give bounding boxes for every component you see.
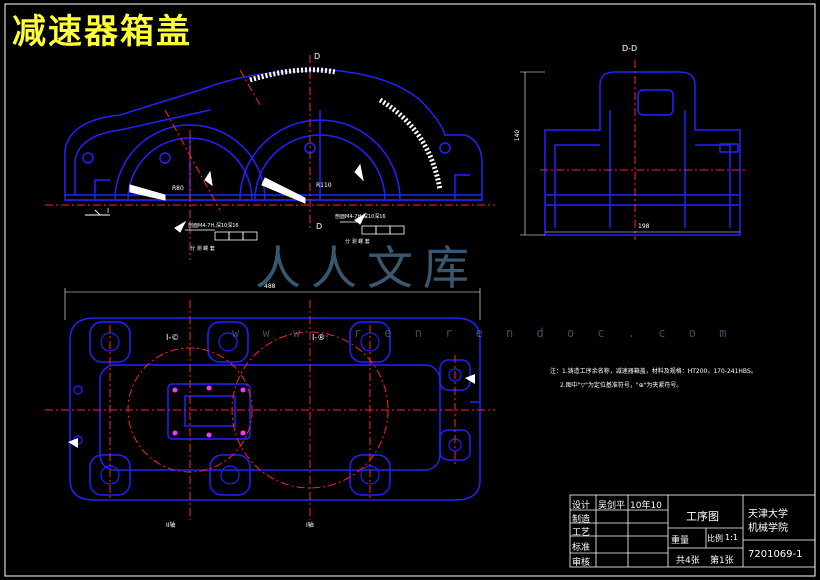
tb-review-label: 审核: [572, 558, 591, 568]
axis-label-2: II轴: [166, 522, 176, 529]
callout-right-sub: 分 测 螺 套: [345, 239, 370, 245]
callout-frames: [185, 221, 405, 241]
plan-holes: [73, 332, 462, 485]
tb-scale-label: 比例: [707, 534, 723, 543]
tb-school: 天津大学: [748, 509, 788, 520]
cut-label-top: D: [314, 52, 321, 61]
plan-bolts: [172, 385, 246, 438]
drawing-title: 减速器箱盖: [12, 12, 192, 53]
dim-plan-width: 488: [264, 283, 276, 290]
front-hatch: [249, 67, 443, 191]
tb-designer: 吴剑平: [598, 501, 626, 511]
tb-scale-value: 1:1: [725, 533, 738, 542]
left-datum-mark: I: [107, 207, 110, 215]
tb-weight-label: 重量: [671, 536, 690, 546]
plan-view: [69, 317, 481, 501]
note-line-2: 2.图中"▽"为定位基准符号，"⊕"为夹紧符号。: [560, 382, 683, 389]
tb-dept: 机械学院: [748, 523, 788, 534]
axis-label-1: I轴: [306, 522, 314, 529]
section-view: [544, 71, 741, 236]
title-block-grid: [569, 494, 816, 568]
drawing-border: [4, 3, 816, 577]
callout-right-bore: 剖面M4-7H,深10深16: [335, 214, 386, 220]
note-line-1: 注：1.铸造工序余名称，减速器箱盖，材料及规格：HT200，170-241HBS…: [550, 368, 757, 375]
tb-sheets: 共4张: [676, 556, 700, 566]
dim-section-height: 140: [514, 129, 522, 142]
watermark-url: w w w . r e n r e n d o c . c o m: [232, 326, 735, 340]
plan-centerlines: [45, 300, 495, 520]
machining-marks: [85, 163, 367, 233]
tb-standard-label: 标准: [572, 543, 591, 553]
dim-r-left: R80: [172, 185, 184, 192]
cut-label-bottom: D: [316, 222, 323, 231]
watermark-text: 人人文库: [255, 241, 479, 295]
tb-process-label: 工艺: [572, 528, 591, 538]
callout-left-bore: 剖面M4-7H,深10深16: [188, 223, 239, 229]
tb-drafting-label: 制造: [572, 515, 591, 525]
tb-sheet-no: 第1张: [710, 556, 734, 566]
view-label-2: I-®: [312, 333, 326, 342]
dim-r-right: R110: [316, 182, 332, 189]
plan-marks: [68, 374, 475, 448]
section-centerlines: [540, 60, 745, 240]
plan-dims: [64, 288, 481, 320]
front-view: [64, 69, 483, 201]
view-label-1: I-©: [166, 333, 180, 342]
dim-section-width: 198: [638, 223, 650, 230]
callout-left-sub: 分 测 螺 套: [190, 246, 215, 252]
front-centerlines: [45, 55, 495, 260]
section-dims: [520, 71, 740, 236]
tb-code: 7201069-1: [748, 549, 803, 560]
tb-date: 10年10: [630, 501, 662, 511]
section-view-title: D-D: [622, 44, 638, 53]
tb-drawing-name: 工序图: [686, 510, 719, 523]
tb-design-label: 设计: [572, 501, 591, 511]
